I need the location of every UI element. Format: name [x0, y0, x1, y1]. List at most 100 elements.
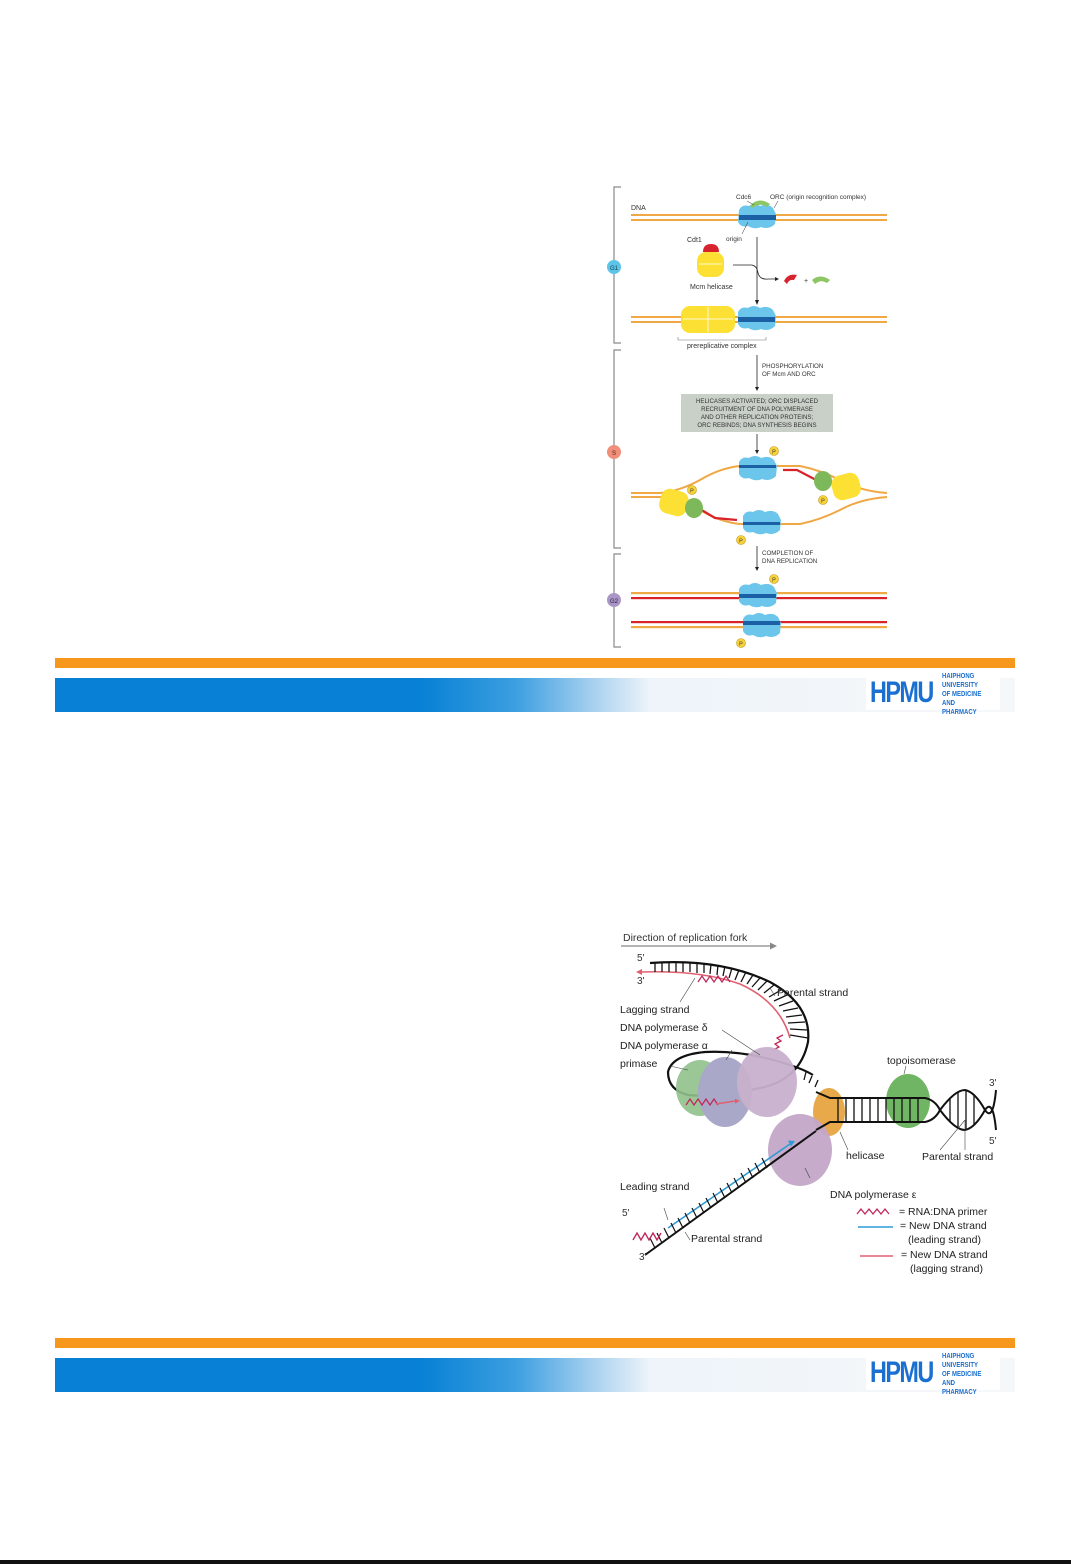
lagging-primer-1: [697, 974, 731, 984]
lagging-rungs: [654, 962, 809, 1039]
topoisomerase-label: topoisomerase: [887, 1055, 956, 1067]
logo-line-3: AND PHARMACY: [942, 1377, 977, 1396]
loading-arrow: [733, 264, 775, 280]
footer-orange-bar: [55, 1338, 1015, 1348]
three-prime-bottom: 3': [639, 1252, 647, 1263]
polymerase-left: [685, 498, 703, 518]
logo-line-1: HAIPHONG UNIVERSITY: [942, 670, 979, 689]
lagging-primer-2: [772, 1034, 784, 1051]
activation-box-line-4: ORC REBINDS; DNA SYNTHESIS BEGINS: [697, 422, 816, 429]
leading-strand-label: Leading strand: [620, 1181, 690, 1193]
legend-lagging-sub: (lagging strand): [910, 1263, 983, 1275]
completion-label-1: COMPLETION OF: [762, 550, 813, 557]
hpmu-logo: HPMU HAIPHONG UNIVERSITY OF MEDICINE AND…: [866, 1351, 1000, 1396]
svg-text:P: P: [739, 539, 743, 545]
released-cdc6: [812, 276, 830, 284]
legend-primer-swatch: [856, 1207, 890, 1216]
three-prime-right: 3': [989, 1078, 997, 1089]
five-prime-right: 5': [989, 1136, 997, 1147]
pol-epsilon-blob: [768, 1114, 832, 1186]
logo-line-3: AND PHARMACY: [942, 697, 977, 716]
five-prime-bottom: 5': [622, 1208, 630, 1219]
completion-label-2: DNA REPLICATION: [762, 558, 817, 565]
cdt1-label: Cdt1: [687, 237, 702, 244]
hpmu-logo-mark: HPMU: [870, 676, 934, 709]
legend-primer-label: = RNA:DNA primer: [899, 1206, 988, 1218]
orc-g2-2: [743, 613, 781, 638]
direction-arrow-icon: [770, 942, 777, 950]
svg-text:P: P: [690, 489, 694, 495]
page-bottom-edge: [0, 1560, 1071, 1564]
phospho-g2-2: P: [739, 642, 743, 648]
legend: = RNA:DNA primer = New DNA strand (leadi…: [856, 1206, 988, 1275]
fork-connection-rungs: [803, 1071, 819, 1088]
activation-box: [681, 394, 833, 432]
cell-cycle-origin-diagram: G1 S G2 DNA Cdc6 ORC (origin recognition…: [607, 186, 888, 648]
svg-text:P: P: [772, 450, 776, 456]
slide-1: G1 S G2 DNA Cdc6 ORC (origin recognition…: [0, 0, 1071, 720]
activation-box-line-3: AND OTHER REPLICATION PROTEINS;: [701, 414, 814, 421]
footer-blue-band: [55, 678, 1015, 712]
mcm-right-fork: [831, 472, 861, 501]
hpmu-logo: HPMU HAIPHONG UNIVERSITY OF MEDICINE AND…: [866, 671, 1000, 716]
parental-strand-bottom-label: Parental strand: [691, 1233, 762, 1245]
activation-box-line-2: RECRUITMENT OF DNA POLYMERASE: [701, 406, 813, 413]
cdt1-protein: [703, 244, 719, 252]
origin-region: [739, 215, 776, 220]
phospho-g2-1: P: [772, 578, 776, 584]
cdc6-label: Cdc6: [736, 194, 752, 201]
lagging-strand-label: Lagging strand: [620, 1004, 690, 1016]
leading-template-backbone: [644, 1130, 817, 1256]
dna-label: DNA: [631, 205, 646, 212]
topoisomerase-blob: [886, 1074, 930, 1128]
activation-box-line-1: HELICASES ACTIVATED; ORC DISPLACED: [696, 398, 819, 405]
leading-rungs: [649, 1157, 768, 1249]
leading-primer: [632, 1231, 662, 1242]
phase-badge-g2: [607, 593, 621, 607]
parental-strand-right-label: Parental strand: [922, 1151, 993, 1163]
primase-label: primase: [620, 1058, 658, 1070]
replication-fork-diagram: Direction of replication fork: [620, 932, 997, 1275]
origin-label: origin: [726, 236, 742, 243]
helicase-label: helicase: [846, 1150, 885, 1162]
footer-blue-band: [55, 1358, 1015, 1392]
plus-sign: +: [804, 278, 808, 285]
parental-duplex: [815, 1088, 997, 1132]
lagging-primer-3: [685, 1097, 719, 1107]
pol-alpha-label: DNA polymerase α: [620, 1040, 708, 1052]
polymerase-right: [814, 471, 832, 491]
five-prime-top: 5': [637, 953, 645, 964]
mcm-label: Mcm helicase: [690, 284, 733, 291]
orc-upper-s: [739, 456, 777, 481]
svg-text:P: P: [821, 499, 825, 505]
direction-label: Direction of replication fork: [623, 932, 748, 944]
legend-leading-sub: (leading strand): [908, 1234, 981, 1246]
pol-delta-blob: [737, 1047, 797, 1117]
new-strand-upper: [783, 468, 821, 483]
released-cdt1: [784, 274, 797, 284]
mcm-helicase: [697, 252, 724, 277]
logo-line-2: OF MEDICINE: [942, 1368, 982, 1378]
mcm-left-fork: [659, 488, 689, 517]
prerep-label: prereplicative complex: [687, 343, 757, 350]
parental-strand-top-label: Parental strand: [777, 987, 848, 999]
phase-label-s: S: [612, 451, 616, 457]
phase-label-g2: G2: [610, 599, 619, 605]
slide-2: Direction of replication fork: [0, 720, 1071, 1400]
logo-line-2: OF MEDICINE: [942, 688, 982, 698]
phospho-badges: P P P P: [687, 446, 828, 545]
pol-epsilon-label: DNA polymerase ε: [830, 1189, 917, 1201]
orc-label: ORC (origin recognition complex): [770, 194, 866, 201]
hpmu-logo-mark: HPMU: [870, 1356, 934, 1389]
phosphorylation-label-2: OF Mcm AND ORC: [762, 371, 816, 378]
parental-duplex-rungs: [837, 1091, 975, 1129]
footer-orange-bar: [55, 658, 1015, 668]
phase-badge-g1: [607, 260, 621, 274]
legend-leading-label: = New DNA strand: [900, 1220, 987, 1232]
phosphorylation-label-1: PHOSPHORYLATION: [762, 363, 823, 370]
label-pointers: [663, 977, 966, 1241]
lagging-new-strand: [641, 970, 791, 1039]
logo-line-1: HAIPHONG UNIVERSITY: [942, 1350, 979, 1369]
cdc6-protein: [750, 200, 770, 208]
three-prime-top: 3': [637, 976, 645, 987]
